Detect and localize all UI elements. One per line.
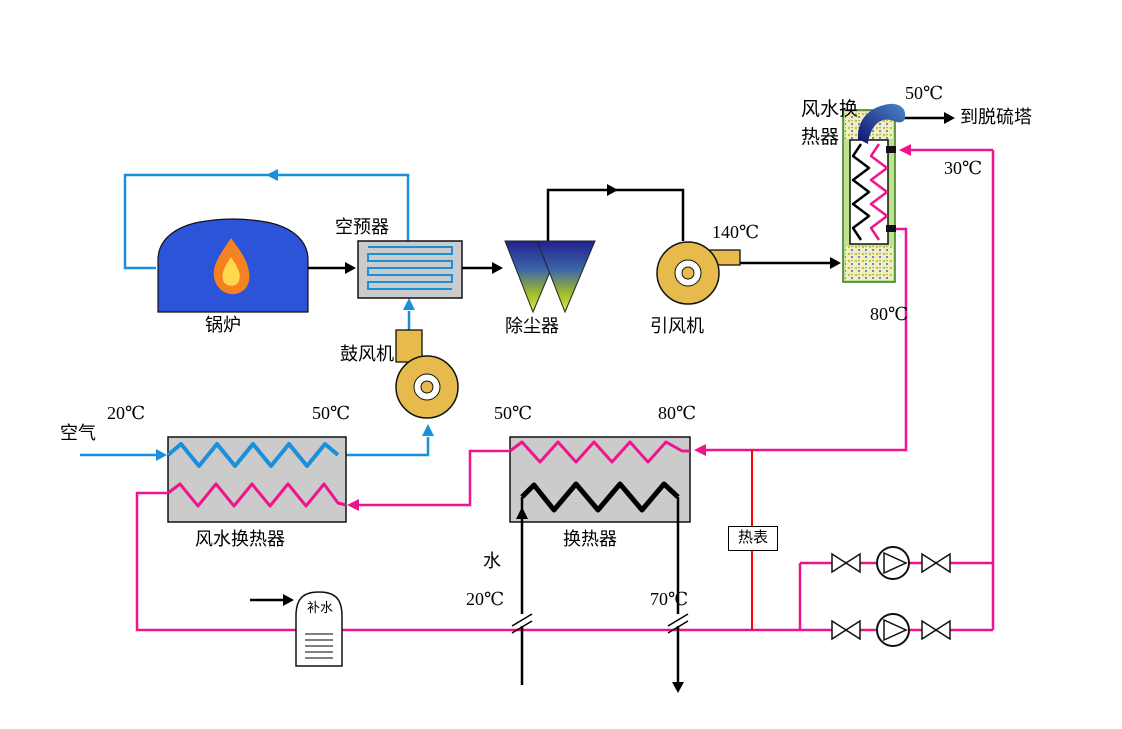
heat-exchanger-middle [509, 436, 691, 523]
temp-air-in: 20℃ [107, 403, 146, 423]
label-boiler: 锅炉 [205, 315, 241, 335]
boiler [157, 218, 309, 313]
label-to-tower: 到脱硫塔 [960, 107, 1032, 127]
label-air-preheater: 空预器 [335, 217, 389, 237]
label-blower: 鼓风机 [340, 344, 394, 364]
label-hx-left: 风水换热器 [195, 529, 285, 549]
temp-user-in: 20℃ [466, 589, 505, 609]
air-arrow-up-blower [422, 424, 434, 436]
water-in-arrow [516, 507, 528, 519]
water-out-arrow [672, 682, 684, 693]
label-hx-right: 风水换热器 [801, 99, 859, 148]
nozzle-bottom [886, 225, 896, 232]
pump-assembly-bottom [831, 613, 951, 647]
dust-collector [504, 240, 596, 314]
temp-fan-out: 140℃ [712, 222, 760, 242]
valve-icon [934, 552, 951, 574]
water-arrow-into-hx1 [347, 499, 359, 511]
temp-hx2-in: 80℃ [658, 403, 697, 423]
temp-water-supply: 80℃ [870, 304, 909, 324]
water-arrow-into-hx-right [899, 144, 911, 156]
makeup-arrow [283, 594, 294, 606]
valve-icon [921, 552, 938, 574]
water-lines [135, 144, 995, 632]
air-lines [80, 169, 434, 461]
temp-stack: 50℃ [905, 83, 944, 103]
air-preheater [357, 240, 463, 299]
heat-meter-box: 热表 [728, 526, 778, 551]
pump-assembly-top [831, 546, 951, 580]
flue-lines [250, 112, 955, 606]
label-induced-fan: 引风机 [650, 316, 704, 336]
air-water-hx-left [166, 436, 347, 523]
air-water-hx-right [842, 103, 906, 283]
label-air: 空气 [60, 423, 96, 443]
water-arrow-into-hx2 [694, 444, 706, 456]
nozzle-top [886, 146, 896, 153]
valve-icon [921, 619, 938, 641]
air-arrow-up-preheater [403, 298, 415, 310]
label-water: 水 [483, 551, 501, 571]
temp-water-return: 30℃ [944, 158, 983, 178]
label-dust-collector: 除尘器 [505, 316, 559, 336]
temp-user-out: 70℃ [650, 589, 689, 609]
valve-icon [844, 619, 861, 641]
flue-outlet-plume [857, 103, 906, 144]
air-arrow-inlet [156, 449, 167, 461]
blower-fan [395, 329, 459, 419]
label-heat-exchanger: 换热器 [563, 529, 617, 549]
user-water-lines [511, 497, 689, 693]
makeup-water-tank [295, 591, 343, 667]
valve-icon [934, 619, 951, 641]
induced-draft-fan [656, 241, 741, 305]
temp-air-out: 50℃ [312, 403, 351, 423]
temp-hx2-out: 50℃ [494, 403, 533, 423]
valve-icon [831, 552, 848, 574]
valve-icon [831, 619, 848, 641]
label-makeup-water: 补水 [306, 600, 333, 615]
valve-icon [844, 552, 861, 574]
to-tower-arrow [944, 112, 955, 124]
air-arrow-left [266, 169, 278, 181]
